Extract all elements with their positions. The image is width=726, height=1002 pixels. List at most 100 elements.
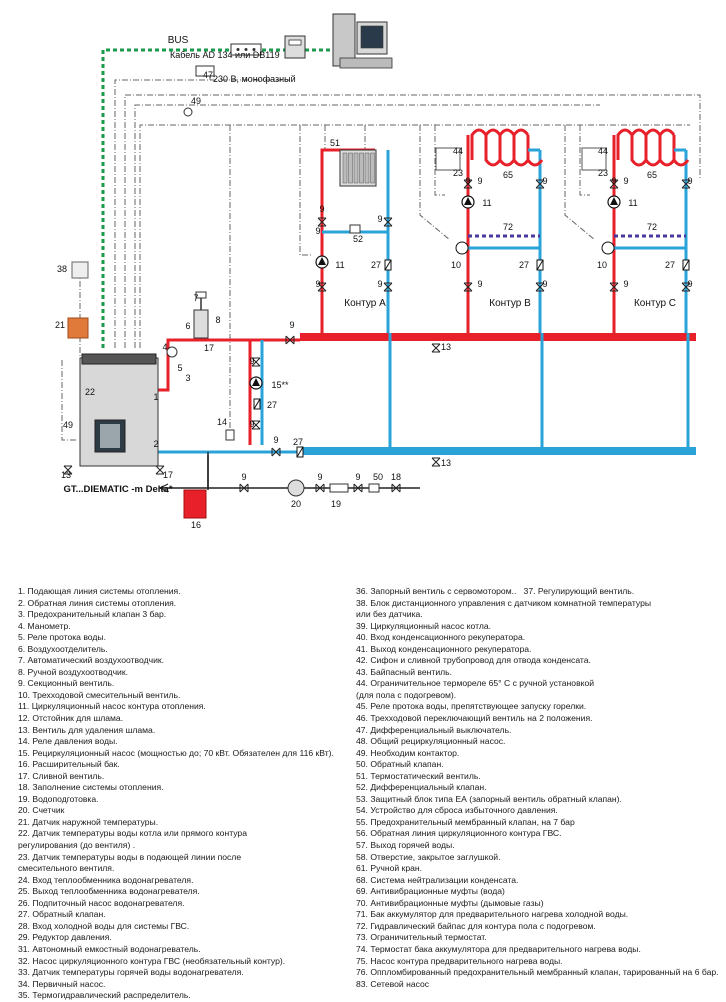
legend-item: 31. Автономный емкостный водонагреватель… (18, 943, 201, 954)
diagram-label: 9 (377, 279, 382, 289)
legend-item: 21. Датчик наружной температуры. (18, 816, 159, 827)
legend-item: 56. Обратная линия циркуляционного конту… (356, 828, 562, 839)
control-wire (434, 125, 445, 196)
legend-item: 33. Датчик температуры горячей воды водо… (18, 967, 244, 978)
section-valve-icon (383, 282, 393, 292)
diagram-label: 13 (61, 470, 71, 480)
diagram-label: 44 (598, 146, 608, 156)
legend-item: 11. Циркуляционный насос контура отоплен… (18, 701, 206, 712)
legend-item: 83. Сетевой насос (356, 978, 430, 989)
water-treatment-icon (329, 483, 349, 493)
air-separator-icon (193, 309, 209, 339)
pc-screen-icon (360, 25, 384, 49)
diagram-label: 7 (193, 293, 198, 303)
radiator-fin (364, 152, 370, 184)
control-wire (124, 94, 701, 348)
legend-item: 49. Необходим контактор. (356, 747, 460, 758)
diagram-label: 11 (335, 260, 344, 270)
diagram-label: 1 (153, 392, 158, 402)
return-header-pipe (300, 447, 696, 455)
diagram-label: 11 (482, 198, 491, 208)
radiator-fin (348, 152, 353, 184)
legend-item: 12. Отстойник для шлама. (18, 713, 124, 724)
supply-header-pipe (300, 333, 696, 341)
legend-item: 32. Насос циркуляционного контура ГВС (н… (18, 955, 286, 966)
diagram-label: 9 (623, 176, 628, 186)
legend-item: 52. Дифференциальный клапан. (356, 782, 487, 793)
legend-item: 2. Обратная линия системы отопления. (18, 597, 177, 608)
legend-left-column: 1. Подающая линия системы отопления.2. О… (18, 586, 348, 1002)
section-valve-icon (535, 179, 545, 189)
legend-item: 69. Антивибрационные муфты (вода) (356, 886, 505, 897)
legend-item: 15. Рециркуляционный насос (мощностью до… (18, 747, 334, 758)
diagram-label: 9 (465, 176, 470, 186)
legend-item: 39. Циркуляционный насос котла. (356, 620, 492, 631)
bus-dot (252, 48, 256, 51)
legend-item: 22. Датчик температуры воды котла или пр… (18, 828, 247, 839)
diagram-label: 23 (598, 168, 608, 178)
legend-item: 42. Сифон и сливной трубопровод для отво… (356, 655, 591, 666)
legend-item: 38. Блок дистанционного управления с дат… (356, 597, 652, 608)
diagram-label: 9 (355, 472, 360, 482)
diagram-label: 9 (542, 279, 547, 289)
diagram-label: 9 (315, 226, 320, 236)
legend-item: 54. Устройство для сброса избыточного да… (356, 805, 558, 816)
pump-arrow-icon (610, 197, 618, 205)
diagram-label: Контур A (344, 298, 386, 309)
diagram-label: 47 (203, 70, 213, 80)
diagram-label: 9 (477, 176, 482, 186)
diagram-label: Контур B (489, 298, 531, 309)
diagram-label: 27 (267, 400, 277, 410)
legend-item: 41. Выход конденсационного рекуператора. (356, 643, 532, 654)
diagram-label: 23 (453, 168, 463, 178)
check-valve-mark (682, 259, 690, 271)
radiator-fin (342, 152, 348, 184)
auto-air-vent-icon (195, 291, 207, 299)
legend-item: 74. Термостат бака аккумулятора для пред… (356, 943, 641, 954)
expansion-tank-icon (183, 489, 207, 519)
legend-item: (для пола с подогревом). (356, 689, 457, 700)
boiler-window-glass (100, 424, 120, 448)
section-valve-icon (353, 483, 363, 493)
diagram-label: 17 (204, 343, 214, 353)
legend-item: 23. Датчик температуры воды в подающей л… (18, 851, 242, 862)
legend-item: 70. Антивибрационные муфты (дымовые газы… (356, 897, 544, 908)
diagram-label: 9 (611, 176, 616, 186)
legend-item: 68. Система нейтрализации конденсата. (356, 874, 519, 885)
diagram-label: 22 (85, 387, 95, 397)
check-valve-mark (384, 259, 392, 271)
control-wire (114, 69, 211, 348)
legend-item: или без датчика. (356, 609, 423, 620)
diagram-label: 6 (185, 321, 190, 331)
pump-arrow-icon (464, 197, 472, 205)
bus-dot (236, 48, 240, 51)
check-valve-mark (253, 398, 261, 410)
circuit-b-floor-heating-loop (466, 128, 530, 160)
section-valve-icon (317, 217, 327, 227)
boiler-supply-pipe (158, 338, 300, 392)
legend-item: 29. Редуктор давления. (18, 932, 112, 943)
diagram-label: 9 (319, 204, 324, 214)
interface-device-icon (284, 35, 306, 59)
section-valve-icon (609, 282, 619, 292)
legend-item: 13. Вентиль для удаления шлама. (18, 724, 156, 735)
section-valve-icon (155, 465, 165, 475)
diagram-label: Контур C (634, 298, 676, 309)
legend-item: 57. Выход горячей воды. (356, 840, 455, 851)
pc-keyboard-icon (339, 57, 393, 69)
legend-item: 61. Ручной кран. (356, 863, 423, 874)
legend-item: 73. Ограничительный термостат. (356, 932, 487, 943)
diagram-label: 8 (215, 315, 220, 325)
circuit-c-mixing-valve-icon (601, 241, 615, 255)
diagram-label: 16 (191, 520, 201, 530)
diagram-label: 27 (665, 260, 675, 270)
circuit-b-floor-heating-loop (484, 135, 544, 167)
diagram-label: 3 (185, 373, 190, 383)
diagram-label: 9 (687, 279, 692, 289)
diagram-label: 9 (687, 176, 692, 186)
legend-item: 46. Трехходовой переключающий вентиль на… (356, 713, 593, 724)
bus-cable-line (101, 48, 230, 348)
legend-item: 44. Ограничительное термореле 65° С с ру… (356, 678, 595, 689)
diagram-label: 21 (55, 320, 65, 330)
